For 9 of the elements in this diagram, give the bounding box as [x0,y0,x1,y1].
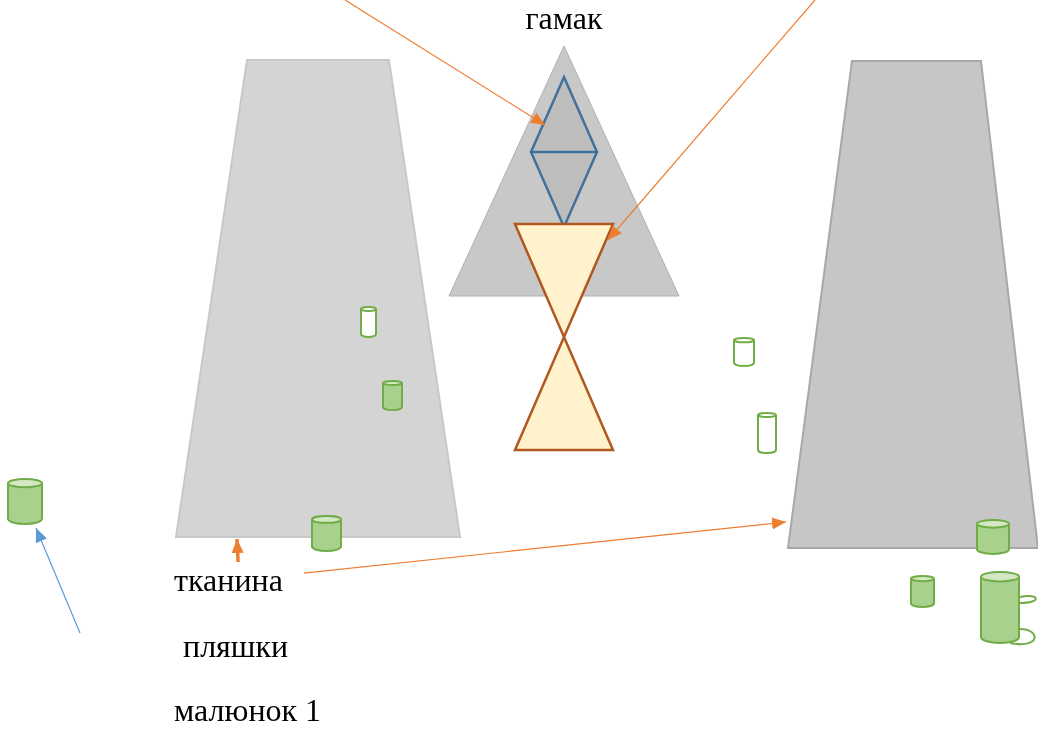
arrow [231,538,244,563]
bottles-label: пляшки [183,628,289,664]
arrow [344,0,546,126]
arrow [35,527,81,634]
arrow [607,0,816,241]
arrow [303,517,787,574]
hammock-label: гамак [524,0,604,36]
fabric-label: тканина [174,562,284,598]
figure-caption: малюнок 1 [174,692,322,728]
